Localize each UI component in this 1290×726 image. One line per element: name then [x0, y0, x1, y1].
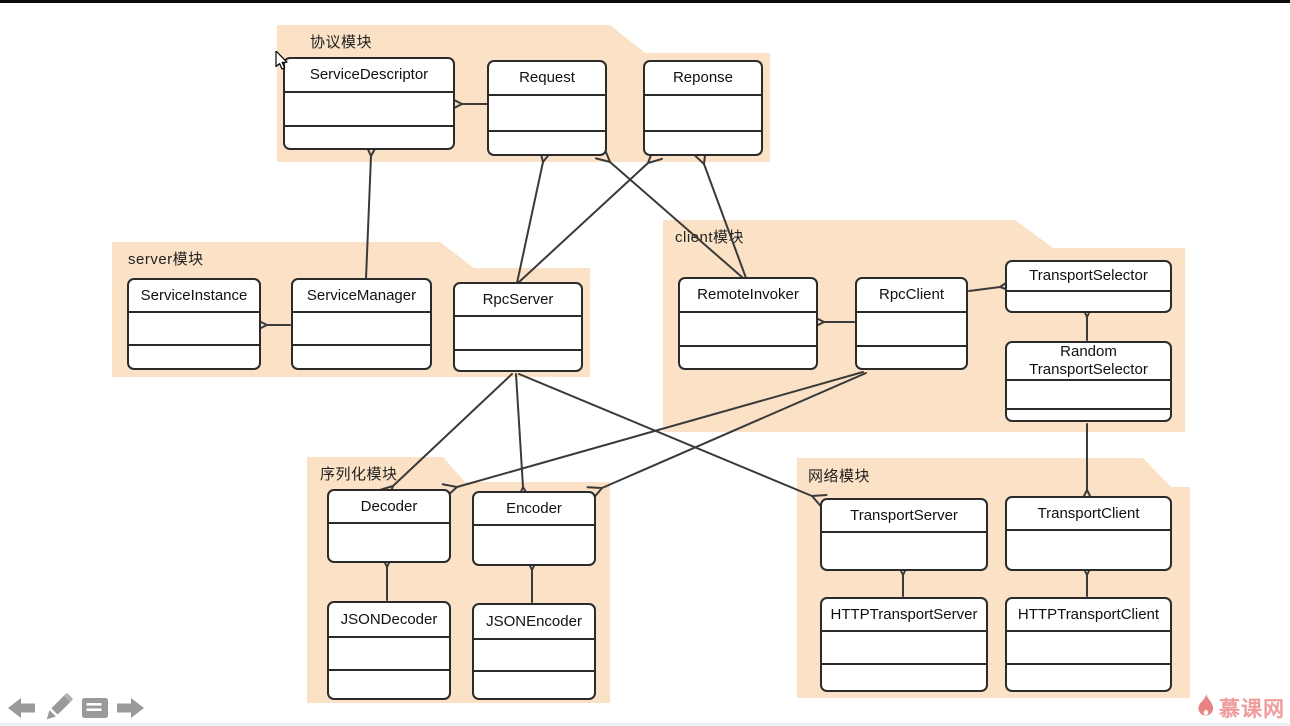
class-box-reponse: Reponse — [643, 60, 763, 156]
methods-compartment — [822, 663, 986, 690]
methods-compartment — [489, 130, 605, 154]
class-title: JSONEncoder — [486, 612, 582, 630]
class-box-rpcclient: RpcClient — [855, 277, 968, 370]
class-box-rpcserver: RpcServer — [453, 282, 583, 372]
edge-rpcserver-reponse — [517, 148, 663, 284]
class-title: HTTPTransportServer — [830, 605, 978, 623]
methods-compartment — [329, 669, 449, 698]
package-label-network: 网络模块 — [808, 468, 871, 485]
class-title: TransportClient — [1037, 504, 1140, 522]
watermark-text: 慕课网 — [1219, 698, 1285, 721]
class-title: ServiceDescriptor — [309, 66, 429, 83]
class-box-decoder: Decoder — [327, 489, 451, 563]
class-box-jsondecoder: JSONDecoder — [327, 601, 451, 700]
methods-compartment — [129, 344, 259, 368]
attributes-compartment — [455, 315, 581, 349]
class-title: RemoteInvoker — [697, 286, 799, 303]
class-box-remoteinvoker: RemoteInvoker — [678, 277, 818, 370]
top-border — [0, 0, 1290, 3]
package-label-server: server模块 — [128, 251, 204, 268]
methods-compartment — [1007, 663, 1170, 690]
attributes-compartment — [822, 531, 986, 569]
notes-icon[interactable] — [82, 698, 108, 718]
class-box-jsonencoder: JSONEncoder — [472, 603, 596, 700]
attributes-compartment — [1007, 379, 1170, 408]
class-title: TransportSelector — [1029, 267, 1148, 284]
attributes-compartment — [1007, 290, 1170, 311]
methods-compartment — [645, 130, 761, 154]
back-arrow-icon[interactable] — [8, 698, 35, 718]
attributes-compartment — [474, 638, 594, 670]
methods-compartment — [474, 670, 594, 698]
class-title: ServiceInstance — [140, 286, 248, 304]
attributes-compartment — [329, 522, 449, 561]
class-box-serviceinstance: ServiceInstance — [127, 278, 261, 370]
class-title: Encoder — [506, 499, 562, 517]
class-box-request: Request — [487, 60, 607, 156]
pencil-icon[interactable] — [44, 693, 74, 723]
methods-compartment — [680, 345, 816, 368]
attributes-compartment — [285, 91, 453, 125]
attributes-compartment — [857, 311, 966, 345]
methods-compartment — [1007, 408, 1170, 420]
attributes-compartment — [489, 94, 605, 130]
attributes-compartment — [129, 311, 259, 344]
package-label-protocol: 协议模块 — [310, 34, 373, 51]
methods-compartment — [293, 344, 430, 368]
class-box-encoder: Encoder — [472, 491, 596, 566]
class-box-randomtransportselector: Random TransportSelector — [1005, 341, 1172, 422]
edge-rpcserver-encoder — [515, 373, 532, 502]
class-title: TransportServer — [850, 506, 958, 524]
class-box-httptransportserver: HTTPTransportServer — [820, 597, 988, 692]
class-title: ServiceManager — [306, 286, 417, 304]
class-title: Decoder — [360, 497, 418, 515]
attributes-compartment — [822, 630, 986, 663]
class-title: HTTPTransportClient — [1017, 605, 1160, 623]
attributes-compartment — [474, 524, 594, 564]
bottom-border — [0, 723, 1290, 726]
class-box-transportclient: TransportClient — [1005, 496, 1172, 571]
methods-compartment — [857, 345, 966, 368]
class-title: JSONDecoder — [340, 610, 438, 628]
class-title: RpcClient — [878, 286, 945, 303]
edge-rpcserver-request — [516, 146, 554, 284]
package-label-serialization: 序列化模块 — [320, 466, 398, 483]
class-box-httptransportclient: HTTPTransportClient — [1005, 597, 1172, 692]
watermark: 慕课网 — [1195, 693, 1285, 723]
flame-icon — [1198, 694, 1214, 716]
package-label-client: client模块 — [675, 229, 745, 246]
class-box-transportserver: TransportServer — [820, 498, 988, 571]
class-title: RpcServer — [482, 290, 554, 308]
methods-compartment — [455, 349, 581, 370]
toolbar — [6, 690, 146, 726]
attributes-compartment — [680, 311, 816, 345]
mouse-cursor — [275, 51, 288, 70]
attributes-compartment — [293, 311, 430, 344]
class-box-servicemanager: ServiceManager — [291, 278, 432, 370]
class-title: Reponse — [672, 69, 734, 86]
class-title: Request — [519, 69, 575, 86]
methods-compartment — [285, 125, 453, 148]
attributes-compartment — [1007, 529, 1170, 569]
attributes-compartment — [1007, 630, 1170, 663]
attributes-compartment — [329, 636, 449, 669]
class-box-servicedescriptor: ServiceDescriptor — [283, 57, 455, 150]
attributes-compartment — [645, 94, 761, 130]
forward-arrow-icon[interactable] — [117, 698, 144, 718]
class-title: Random TransportSelector — [1029, 343, 1148, 378]
class-box-transportselector: TransportSelector — [1005, 260, 1172, 313]
